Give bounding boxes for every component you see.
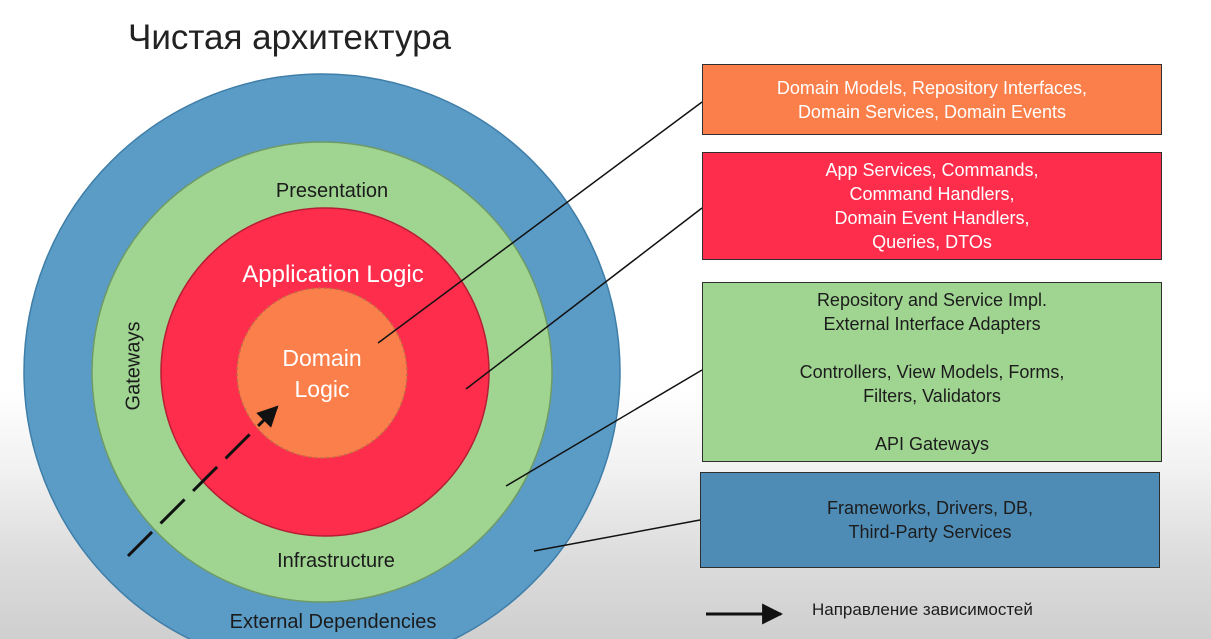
application-box-line: App Services, Commands, [825,160,1039,180]
application-box-line: Command Handlers, [849,184,1015,204]
application-layer-box: App Services, Commands, Command Handlers… [702,152,1162,260]
dependency-direction-arrow [126,405,279,558]
infrastructure-connector-line [505,369,703,487]
domain-layer-box: Domain Models, Repository Interfaces, Do… [702,64,1162,135]
external-box-line: Third-Party Services [848,522,1012,542]
domain-logic-core [236,287,408,459]
infrastructure-box-line: Repository and Service Impl. [816,290,1048,310]
application-box-line: Queries, DTOs [872,232,992,252]
external-layer-box: Frameworks, Drivers, DB, Third-Party Ser… [700,472,1160,568]
external-dependencies-label: External Dependencies [229,611,437,633]
infrastructure-layer-box: Repository and Service Impl. External In… [702,282,1162,462]
application-box-line: Domain Event Handlers, [834,208,1030,228]
domain-logic-label-text: Domain Logic [282,345,362,402]
infrastructure-box-line: Filters, Validators [863,386,1001,406]
external-connector-line [533,519,701,552]
domain-box-line: Domain Services, Domain Events [797,101,1067,122]
infrastructure-label: Infrastructure [277,550,395,572]
domain-connector-line [377,101,703,344]
domain-box-line: Domain Models, Repository Interfaces, [776,77,1088,98]
gateways-label: Gateways [122,321,145,411]
presentation-label: Presentation [275,180,389,202]
domain-logic-label: Domain Logic [252,343,392,405]
application-logic-label: Application Logic [242,261,424,288]
infrastructure-box-line: API Gateways [874,434,990,454]
application-connector-line [465,207,703,390]
external-box-line: Frameworks, Drivers, DB, [826,498,1033,518]
infrastructure-box-line: External Interface Adapters [823,314,1041,334]
page-title: Чистая архитектура [128,18,452,57]
legend-label: Направление зависимостей [812,600,1033,619]
infrastructure-box-line: Controllers, View Models, Forms, [799,362,1065,382]
